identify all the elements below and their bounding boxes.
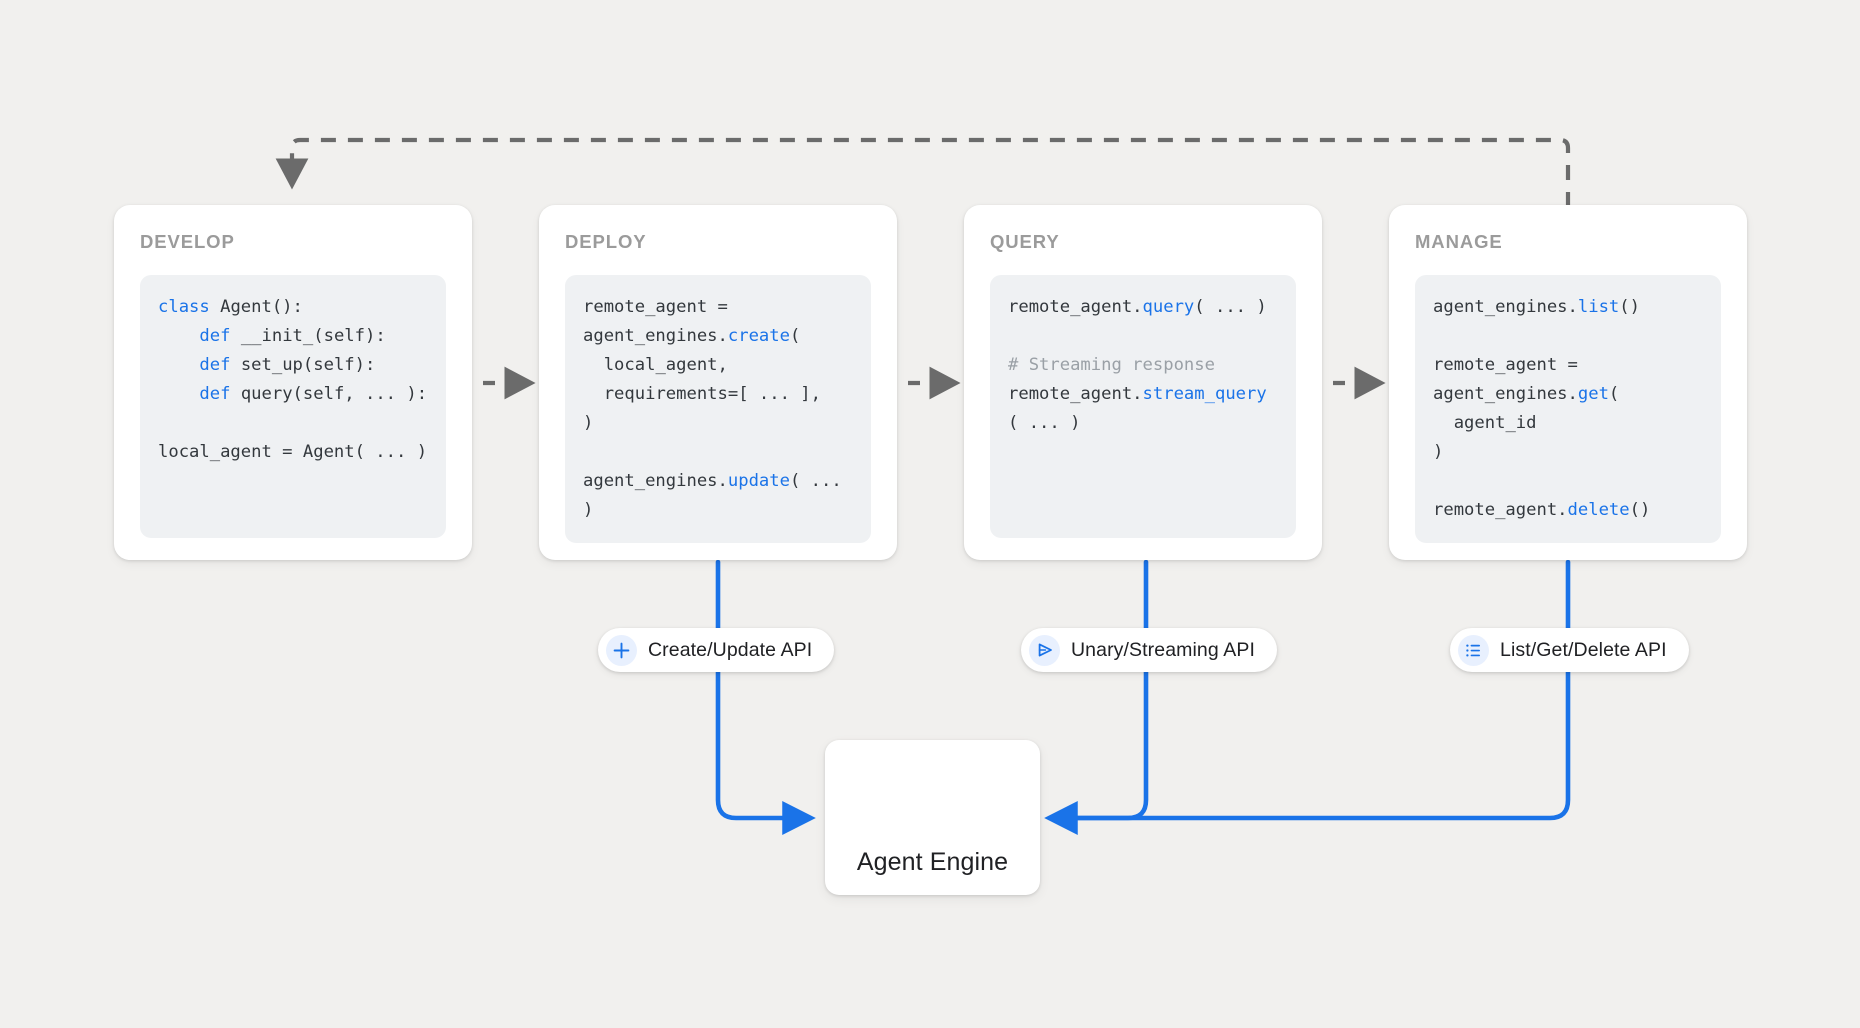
api-pill-label-create-update: Create/Update API (648, 638, 813, 661)
stage-card-manage: MANAGE agent_engines.list() remote_agent… (1389, 205, 1747, 560)
code-line (1433, 467, 1704, 496)
api-pill-list-get-delete[interactable]: List/Get/Delete API (1450, 628, 1689, 672)
stage-card-query: QUERY remote_agent.query( ... ) # Stream… (964, 205, 1322, 560)
agent-engine-node[interactable]: Agent Engine (825, 740, 1040, 895)
code-line: requirements=[ ... ], (583, 384, 822, 404)
agent-engine-label: Agent Engine (856, 848, 1009, 876)
api-pill-label-list-get-delete: List/Get/Delete API (1500, 638, 1667, 661)
code-line: local_agent, (583, 355, 728, 375)
code-line: remote_agent = (583, 297, 728, 317)
code-line: agent_engines.update( ... ) (583, 471, 853, 520)
code-line (158, 409, 429, 438)
code-block-deploy: remote_agent = agent_engines.create( loca… (565, 275, 871, 543)
feedback-loop-arrow (275, 137, 1571, 207)
api-pill-create-update[interactable]: Create/Update API (598, 628, 835, 672)
stage-card-deploy: DEPLOY remote_agent = agent_engines.creat… (539, 205, 897, 560)
code-block-manage: agent_engines.list() remote_agent = agent… (1415, 275, 1721, 543)
stage-title-develop: DEVELOP (140, 231, 235, 252)
code-line: remote_agent.stream_query (1008, 384, 1267, 404)
stage-title-query: QUERY (990, 231, 1060, 252)
code-line: ) (583, 413, 594, 433)
api-pill-label-unary-streaming: Unary/Streaming API (1071, 638, 1255, 661)
api-pill-unary-streaming[interactable]: Unary/Streaming API (1021, 628, 1277, 672)
code-line: def __init_(self): (199, 326, 386, 346)
code-line: ( ... ) (1008, 413, 1081, 433)
code-line: local_agent = Agent( ... ) (158, 442, 428, 462)
code-line: remote_agent = (1433, 355, 1578, 375)
stage-title-deploy: DEPLOY (565, 231, 647, 252)
code-line (1008, 322, 1279, 351)
code-line: def set_up(self): (199, 355, 376, 375)
code-line: agent_engines.create( (583, 326, 801, 346)
code-line: remote_agent.query( ... ) (1008, 297, 1267, 317)
list-icon (1458, 634, 1489, 666)
code-block-develop: class Agent(): def __init_(self): def se… (140, 275, 446, 538)
code-line: remote_agent.delete() (1433, 500, 1651, 520)
send-triangle-icon (1029, 634, 1060, 666)
code-line: agent_engines.get( (1433, 384, 1620, 404)
stage-title-manage: MANAGE (1415, 231, 1503, 252)
code-line: ) (1433, 442, 1444, 462)
code-line: agent_id (1433, 413, 1537, 433)
plus-icon (606, 634, 637, 666)
code-block-query: remote_agent.query( ... ) # Streaming re… (990, 275, 1296, 538)
code-line: agent_engines.list() (1433, 297, 1640, 317)
code-line: def query(self, ... ): (199, 384, 428, 404)
code-line (1433, 322, 1704, 351)
wire-query-to-engine (1059, 559, 1149, 821)
wire-manage-to-engine (1044, 559, 1571, 836)
stage-card-develop: DEVELOP class Agent(): def __init_(self)… (114, 205, 472, 560)
code-line (583, 438, 854, 467)
wire-deploy-to-engine (715, 559, 816, 836)
code-line: class Agent(): (158, 297, 303, 317)
code-line: # Streaming response (1008, 355, 1215, 375)
